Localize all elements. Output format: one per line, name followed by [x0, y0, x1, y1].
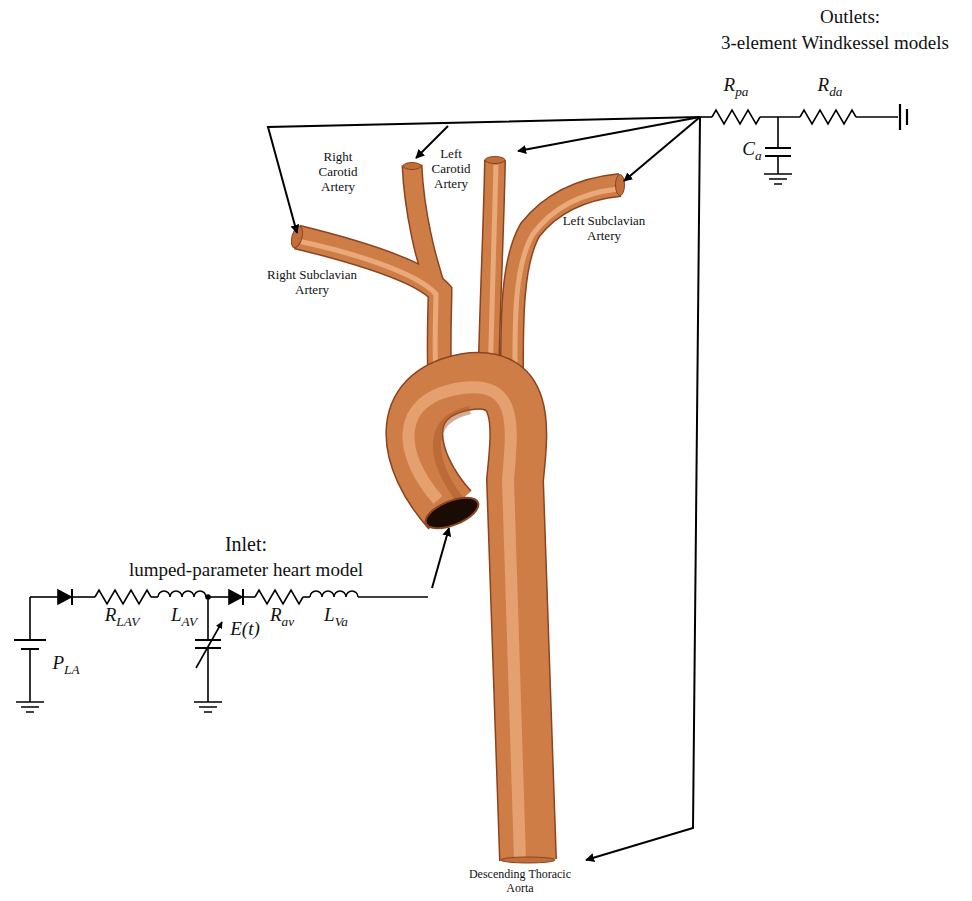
- component-label: Rav: [257, 604, 307, 626]
- component-label: Rpa: [711, 74, 761, 96]
- component-label: PLA: [41, 652, 91, 674]
- heading-text: Outlets:: [780, 6, 920, 28]
- heading-text: lumped-parameter heart model: [101, 559, 391, 581]
- artery-label: Left Subclavian Artery: [554, 214, 654, 244]
- component-label: Rda: [805, 74, 855, 96]
- ground-symbol: [194, 702, 222, 712]
- component-label: E(t): [220, 618, 270, 640]
- resistor-symbol: [95, 590, 151, 604]
- artery-label: Descending Thoracic Aorta: [455, 868, 585, 896]
- heart-circuit: [14, 528, 449, 712]
- ground-symbol: [16, 702, 44, 712]
- inductor-symbol: [310, 591, 358, 597]
- ground-symbol: [764, 174, 792, 184]
- artery-label: Right Subclavian Artery: [262, 268, 362, 298]
- diode-symbol: [229, 590, 242, 604]
- resistor-symbol: [255, 590, 303, 604]
- component-label: LAV: [159, 604, 209, 626]
- component-label: LVa: [311, 604, 361, 626]
- artery-label: Right Carotid Artery: [305, 150, 371, 195]
- resistor-symbol: [800, 110, 856, 124]
- diode-symbol: [58, 590, 71, 604]
- capacitor-symbol: [765, 148, 791, 156]
- windkessel-circuit: [700, 104, 907, 184]
- battery-symbol: [14, 640, 46, 649]
- component-label: Ca: [732, 138, 772, 160]
- heading-text: Inlet:: [196, 533, 296, 556]
- heading-text: 3-element Windkessel models: [700, 32, 970, 54]
- outlet-arrows: [268, 117, 700, 860]
- inductor-symbol: [158, 591, 206, 597]
- aorta-model: [289, 157, 624, 864]
- component-label: RLAV: [92, 604, 152, 626]
- resistor-symbol: [712, 110, 760, 124]
- artery-label: Left Carotid Artery: [426, 147, 476, 192]
